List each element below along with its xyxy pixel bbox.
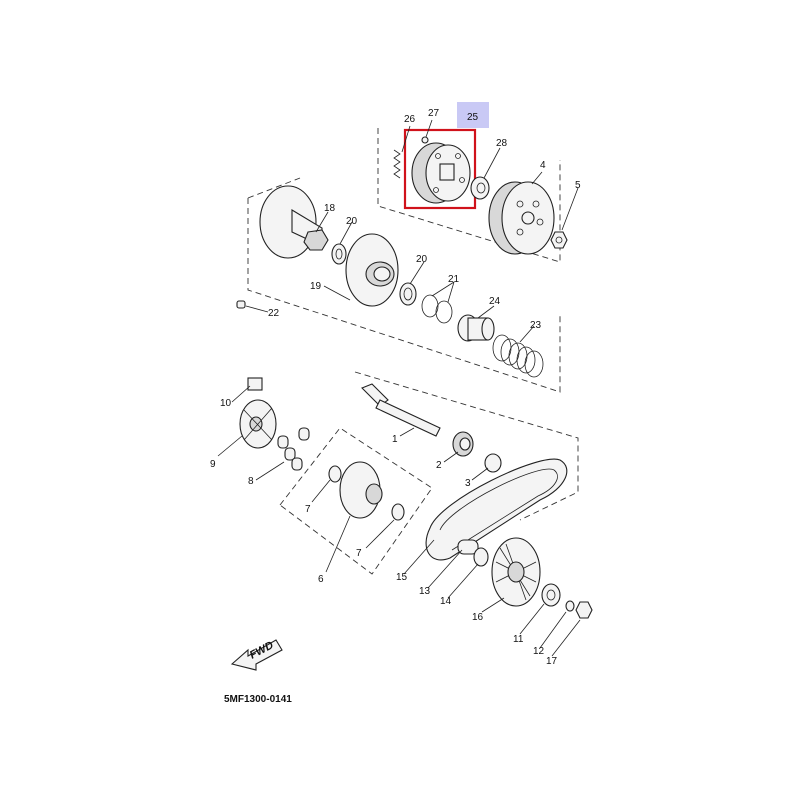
label-part-12: 12 xyxy=(533,646,545,657)
primary-fixed-sheave-part-16[interactable] xyxy=(491,537,541,607)
label-part-19: 19 xyxy=(310,281,322,292)
spring-seat-part-24[interactable] xyxy=(457,314,495,342)
collar-part-13[interactable] xyxy=(457,539,479,555)
label-part-22: 22 xyxy=(268,308,280,319)
label-part-3: 3 xyxy=(465,478,471,489)
washer-part-20-upper[interactable] xyxy=(331,243,347,265)
label-part-7-right: 7 xyxy=(356,548,362,559)
clutch-carrier-part-25[interactable] xyxy=(411,142,471,204)
label-part-9: 9 xyxy=(210,459,216,470)
guide-pin-part-22[interactable] xyxy=(236,300,246,309)
label-part-14: 14 xyxy=(440,596,452,607)
label-part-23: 23 xyxy=(530,320,542,331)
secondary-sliding-sheave-part-19[interactable] xyxy=(345,233,399,307)
drawing-code: 5MF1300-0141 xyxy=(224,694,292,705)
slider-part-10[interactable] xyxy=(247,377,263,391)
washer-part-12[interactable] xyxy=(565,600,575,612)
secondary-fixed-sheave-part-18[interactable] xyxy=(259,185,329,259)
bearing-part-2[interactable] xyxy=(452,431,474,457)
weights-part-8[interactable] xyxy=(277,427,310,471)
label-part-15: 15 xyxy=(396,572,408,583)
highlight-tag-part-25 xyxy=(457,102,489,128)
nut-part-5[interactable] xyxy=(550,231,568,249)
label-part-26: 26 xyxy=(404,114,416,125)
primary-shaft-part-1[interactable] xyxy=(361,383,441,437)
washer-part-20-lower[interactable] xyxy=(399,282,417,306)
label-part-11: 11 xyxy=(513,634,524,645)
label-part-25: 25 xyxy=(467,112,479,123)
label-part-21: 21 xyxy=(448,274,460,285)
label-part-6: 6 xyxy=(318,574,324,585)
compression-spring-part-23[interactable] xyxy=(492,334,544,378)
label-part-27: 27 xyxy=(428,108,440,119)
label-part-24: 24 xyxy=(489,296,501,307)
o-rings-part-21[interactable] xyxy=(421,294,453,324)
primary-sliding-sheave-part-6[interactable] xyxy=(339,461,383,519)
cam-part-9[interactable] xyxy=(239,399,277,449)
nut-part-17[interactable] xyxy=(575,601,593,619)
v-belt-part-15[interactable] xyxy=(425,458,568,561)
forward-arrow-icon: FWD xyxy=(230,639,283,671)
label-part-8: 8 xyxy=(248,476,254,487)
washer-part-14[interactable] xyxy=(473,547,489,567)
label-part-20-upper: 20 xyxy=(346,216,358,227)
nut-part-27[interactable] xyxy=(421,136,429,144)
group-boundary-secondary-sheave xyxy=(247,128,561,393)
washer-part-11[interactable] xyxy=(541,583,561,607)
collar-part-28[interactable] xyxy=(470,176,490,200)
label-part-7-left: 7 xyxy=(305,504,311,515)
label-part-2: 2 xyxy=(436,460,442,471)
clutch-spring-part-26[interactable] xyxy=(393,149,401,179)
label-part-1: 1 xyxy=(392,434,398,445)
group-boundary-primary-sheave xyxy=(279,427,433,575)
clutch-housing-part-4[interactable] xyxy=(488,181,555,255)
label-part-17: 17 xyxy=(546,656,558,667)
label-part-20-lower: 20 xyxy=(416,254,428,265)
highlight-frame-part-25 xyxy=(403,128,477,210)
leader-lines xyxy=(217,119,581,657)
label-part-28: 28 xyxy=(496,138,508,149)
label-part-5: 5 xyxy=(575,180,581,191)
washer-part-7-left[interactable] xyxy=(328,465,342,483)
label-part-10: 10 xyxy=(220,398,232,409)
label-part-4: 4 xyxy=(540,160,546,171)
collar-part-3[interactable] xyxy=(484,453,502,473)
label-part-16: 16 xyxy=(472,612,484,623)
label-part-13: 13 xyxy=(419,586,431,597)
label-part-18: 18 xyxy=(324,203,336,214)
washer-part-7-right[interactable] xyxy=(391,503,405,521)
